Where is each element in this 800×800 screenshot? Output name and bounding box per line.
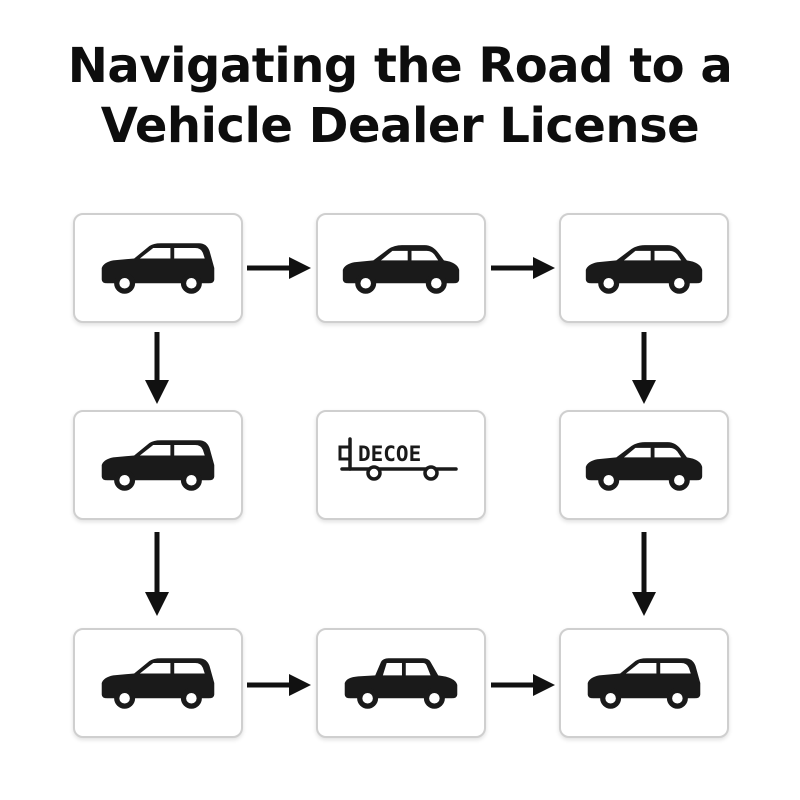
step-box-r2c1 [73, 410, 243, 520]
arrow-right-r1-2 [491, 257, 555, 279]
title-line-1: Navigating the Road to a [67, 38, 733, 94]
arrow-down-c1-1 [145, 332, 169, 404]
hatchback-car-icon [96, 239, 220, 297]
arrow-right-r1-1 [247, 257, 311, 279]
diagram-title: Navigating the Road to a Vehicle Dealer … [0, 36, 800, 156]
sedan-car-icon [582, 239, 706, 297]
arrow-down-c3-2 [632, 532, 656, 616]
step-box-r3c3 [559, 628, 729, 738]
bus-label: DECOE [358, 442, 421, 466]
bus-icon: DECOE [338, 437, 458, 481]
step-box-r1c1 [73, 213, 243, 323]
step-box-r3c2 [316, 628, 486, 738]
hatchback-car-icon [96, 654, 220, 712]
compact-car-icon [339, 654, 463, 712]
arrow-right-r3-1 [247, 674, 311, 696]
step-box-r2c2: DECOE [316, 410, 486, 520]
step-box-r1c2 [316, 213, 486, 323]
title-line-2: Vehicle Dealer License [100, 98, 700, 154]
step-box-r1c3 [559, 213, 729, 323]
hatchback-car-icon [582, 654, 706, 712]
sedan-car-icon [582, 436, 706, 494]
arrow-down-c1-2 [145, 532, 169, 616]
hatchback-car-icon [96, 436, 220, 494]
arrow-down-c3-1 [632, 332, 656, 404]
arrow-right-r3-2 [491, 674, 555, 696]
sedan-car-icon [339, 239, 463, 297]
step-box-r3c1 [73, 628, 243, 738]
step-box-r2c3 [559, 410, 729, 520]
